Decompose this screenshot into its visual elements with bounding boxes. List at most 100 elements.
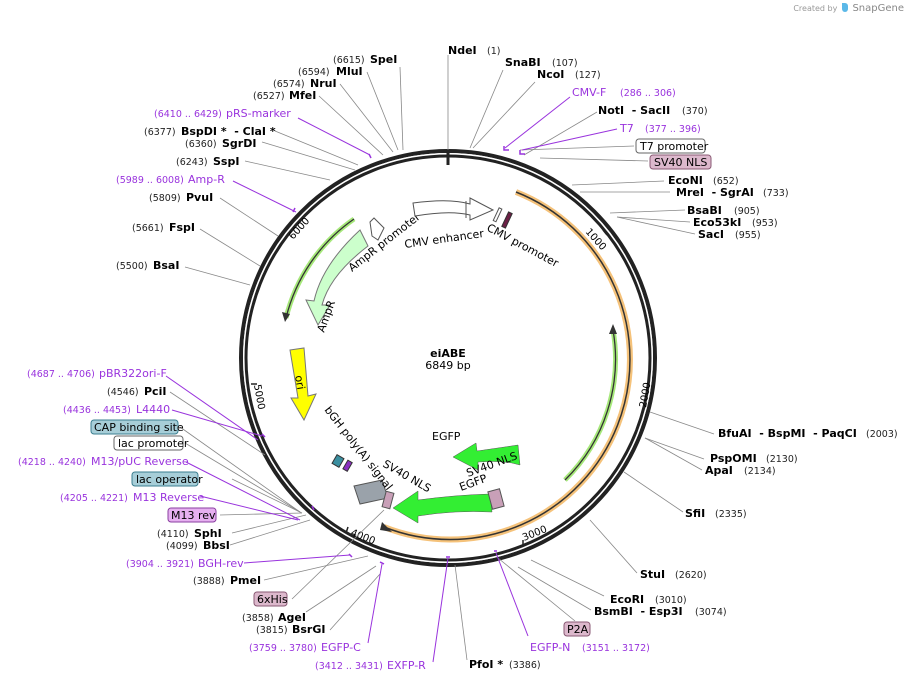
svg-text:M13 rev: M13 rev	[171, 509, 216, 522]
svg-text:(286 .. 306): (286 .. 306)	[620, 88, 676, 99]
svg-text:T7 promoter: T7 promoter	[639, 140, 709, 153]
enzyme-econi[interactable]: EcoNI(652)	[668, 174, 739, 187]
svg-text:SpeI: SpeI	[370, 53, 397, 66]
snapgene-logo-icon	[841, 3, 848, 12]
enzyme-fspi[interactable]: (5661)FspI	[132, 221, 195, 234]
primer-pbr322ori-f[interactable]: (4687 .. 4706)pBR322ori-F	[27, 367, 167, 380]
egfp-top-label: EGFP	[432, 430, 461, 443]
enzyme-pmei[interactable]: (3888)PmeI	[193, 574, 261, 587]
primer-t7[interactable]: T7(377 .. 396)	[619, 122, 701, 135]
enzyme-spei[interactable]: (6615)SpeI	[333, 53, 397, 66]
enzyme-sfii[interactable]: SfiI(2335)	[685, 507, 747, 520]
enzyme-pcii[interactable]: (4546)PciI	[107, 385, 166, 398]
primer-l4440[interactable]: (4436 .. 4453)L4440	[63, 403, 170, 416]
enzyme-nrui[interactable]: (6574)NruI	[273, 77, 337, 90]
enzyme-sphi[interactable]: (4110)SphI	[157, 527, 222, 540]
bgh-feature: bGH poly(A) signal	[322, 404, 395, 505]
enzyme-bspdi-clai[interactable]: (6377)BspDI * - ClaI *	[144, 125, 276, 138]
enzyme-ncoi[interactable]: NcoI(127)	[537, 68, 601, 81]
cmv-enhancer-label: CMV enhancer	[404, 227, 485, 251]
svg-text:(3010): (3010)	[655, 595, 687, 606]
feature-m13-rev[interactable]: M13 rev	[167, 507, 217, 523]
feature-6xhis[interactable]: 6xHis	[253, 591, 288, 607]
svg-text:(3815): (3815)	[256, 625, 288, 636]
primer-leader-lines	[165, 96, 618, 663]
primer-bgh-rev[interactable]: (3904 .. 3921)BGH-rev	[126, 557, 244, 570]
svg-text:CMV-F: CMV-F	[572, 86, 606, 99]
svg-text:(2130): (2130)	[766, 454, 798, 465]
enzyme-ndei[interactable]: NdeI(1)	[448, 44, 500, 57]
enzyme-saci[interactable]: SacI(955)	[698, 228, 761, 241]
cmv-promoter-label: CMV promoter	[485, 221, 561, 270]
svg-text:(3904 .. 3921): (3904 .. 3921)	[126, 559, 194, 570]
svg-text:(4436 .. 4453): (4436 .. 4453)	[63, 405, 131, 416]
svg-text:MluI: MluI	[336, 65, 363, 78]
enzyme-agei[interactable]: (3858)AgeI	[242, 611, 306, 624]
svg-text:Eco53kI: Eco53kI	[693, 216, 741, 229]
enzyme-sspi[interactable]: (6243)SspI	[176, 155, 239, 168]
enzyme-bbsi[interactable]: (4099)BbsI	[166, 539, 230, 552]
feature-lac-promoter[interactable]: lac promoter	[113, 435, 189, 451]
svg-text:(6243): (6243)	[176, 157, 208, 168]
plasmid-size: 6849 bp	[425, 359, 470, 372]
primer-m13-reverse[interactable]: (4205 .. 4221)M13 Reverse	[60, 491, 204, 504]
enzyme-pfoi[interactable]: PfoI *(3386)	[469, 658, 541, 671]
enzyme-sgrdi[interactable]: (6360)SgrDI	[185, 137, 256, 150]
enzyme-stui[interactable]: StuI(2620)	[640, 568, 707, 581]
feature-t7-promoter[interactable]: T7 promoter	[635, 138, 709, 154]
enzyme-mfei[interactable]: (6527)MfeI	[253, 89, 316, 102]
enzyme-snabi[interactable]: SnaBI(107)	[505, 56, 578, 69]
svg-text:(955): (955)	[735, 230, 761, 241]
enzyme-eco53ki[interactable]: Eco53kI(953)	[693, 216, 778, 229]
enzyme-bsmbi[interactable]: BsmBI - Esp3I(3074)	[594, 605, 727, 618]
svg-text:PmeI: PmeI	[230, 574, 261, 587]
feature-lac-operator[interactable]: lac operator	[131, 471, 203, 487]
ampr-feature: AmpR AmpR promoter	[305, 210, 423, 334]
enzyme-bfuai[interactable]: BfuAI - BspMI - PaqCI(2003)	[718, 427, 898, 440]
enzyme-bsabi[interactable]: BsaBI (905)	[687, 204, 760, 217]
svg-text:(905): (905)	[734, 206, 760, 217]
svg-text:(6594): (6594)	[298, 67, 330, 78]
svg-text:PspOMI: PspOMI	[710, 452, 757, 465]
enzyme-bsrgi[interactable]: (3815) BsrGI	[256, 623, 325, 636]
svg-text:MreI - SgrAI: MreI - SgrAI	[676, 186, 754, 199]
primer-amp-r[interactable]: (5989 .. 6008)Amp-R	[116, 173, 225, 186]
egfp-bottom-feature: EGFP SV40 NLS SV40 NLS	[381, 449, 519, 524]
snapgene-credit: Created by SnapGene	[793, 3, 904, 14]
primer-exfp-r[interactable]: (3412 .. 3431)EXFP-R	[315, 659, 426, 672]
enzyme-pvui[interactable]: (5809)PvuI	[149, 191, 213, 204]
tick-5000: 5000	[251, 384, 266, 411]
svg-text:(2003): (2003)	[866, 429, 898, 440]
credit-brand: SnapGene	[852, 3, 904, 14]
svg-text:SV40 NLS: SV40 NLS	[654, 156, 707, 169]
svg-text:EcoRI: EcoRI	[610, 593, 644, 606]
orf-orange-arc	[380, 189, 633, 543]
primer-cmv-f[interactable]: CMV-F (286 .. 306)	[572, 86, 676, 99]
feature-p2a[interactable]: P2A	[563, 621, 591, 637]
svg-text:lac operator: lac operator	[136, 473, 203, 486]
primer-egfp-c[interactable]: (3759 .. 3780) EGFP-C	[249, 641, 361, 654]
enzyme-bsai[interactable]: (5500)BsaI	[116, 259, 179, 272]
enzyme-mlui[interactable]: (6594) MluI	[298, 65, 363, 78]
svg-text:BsrGI: BsrGI	[292, 623, 325, 636]
svg-text:PciI: PciI	[144, 385, 166, 398]
primer-prs-marker[interactable]: (6410 .. 6429)pRS-marker	[154, 107, 291, 120]
svg-text:(5989 .. 6008): (5989 .. 6008)	[116, 175, 184, 186]
svg-text:ApaI: ApaI	[705, 464, 733, 477]
enzyme-pspomi[interactable]: PspOMI (2130)	[710, 452, 798, 465]
feature-sv40-nls[interactable]: SV40 NLS	[649, 154, 712, 170]
svg-text:NotI - SacII: NotI - SacII	[598, 104, 670, 117]
primer-m13-puc-reverse[interactable]: (4218 .. 4240)M13/pUC Reverse	[18, 455, 189, 468]
svg-text:EGFP-C: EGFP-C	[321, 641, 361, 654]
svg-text:(4099): (4099)	[166, 541, 198, 552]
svg-text:BsaBI: BsaBI	[687, 204, 722, 217]
enzyme-noti-sacii[interactable]: NotI - SacII(370)	[598, 104, 708, 117]
svg-text:(5500): (5500)	[116, 261, 148, 272]
primer-egfp-n[interactable]: EGFP-N(3151 .. 3172)	[530, 641, 650, 654]
svg-text:(3759 .. 3780): (3759 .. 3780)	[249, 643, 317, 654]
svg-text:AgeI: AgeI	[278, 611, 306, 624]
feature-cap-binding-site[interactable]: CAP binding site	[90, 419, 184, 435]
enzyme-mrei-sgrai[interactable]: MreI - SgrAI(733)	[676, 186, 789, 199]
enzyme-ecori[interactable]: EcoRI (3010)	[610, 593, 687, 606]
enzyme-apai[interactable]: ApaI(2134)	[705, 464, 776, 477]
